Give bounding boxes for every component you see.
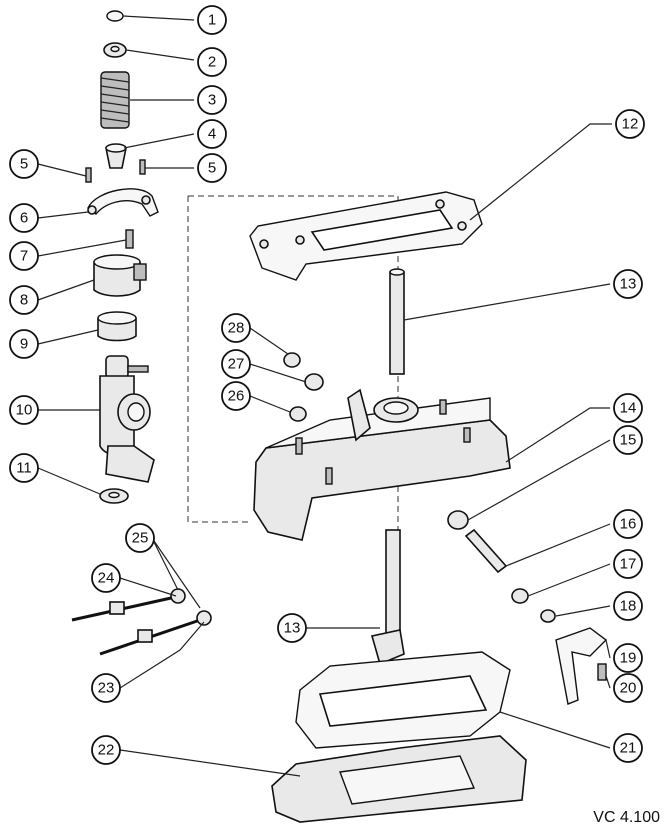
part-spring: [100, 71, 130, 129]
svg-text:10: 10: [16, 402, 33, 419]
callout-15: 15: [613, 425, 643, 455]
svg-text:12: 12: [622, 116, 639, 133]
callout-23: 23: [91, 673, 121, 703]
svg-text:8: 8: [20, 292, 28, 309]
leader-lines: [37, 15, 612, 777]
svg-text:24: 24: [98, 570, 115, 587]
svg-text:28: 28: [228, 320, 245, 337]
part-bush: [97, 311, 137, 342]
part-selector-shaft-upper: [389, 268, 405, 375]
callout-25: 25: [125, 523, 155, 553]
callout-11: 11: [9, 453, 39, 483]
svg-text:26: 26: [228, 388, 245, 405]
part-bush-15: [447, 510, 469, 530]
alignment-line: [187, 195, 399, 590]
part-lower-gasket: [295, 651, 511, 749]
callout-9: 9: [9, 329, 39, 359]
svg-text:17: 17: [620, 556, 637, 573]
part-washer-bottom: [99, 488, 129, 504]
svg-text:21: 21: [620, 740, 637, 757]
callout-26: 26: [221, 381, 251, 411]
callout-7: 7: [9, 241, 39, 271]
part-gear-lever-housing: [99, 355, 155, 483]
part-washer-17: [511, 588, 529, 604]
svg-text:25: 25: [132, 530, 149, 547]
callout-21: 21: [613, 733, 643, 763]
part-top-gasket: [249, 191, 483, 281]
callout-5-right: 5: [197, 153, 227, 183]
part-screw-right: [139, 159, 146, 175]
svg-text:13: 13: [284, 620, 301, 637]
callout-6: 6: [9, 203, 39, 233]
part-bush-18: [540, 609, 556, 623]
callout-13-lower: 13: [277, 613, 307, 643]
callout-8: 8: [9, 285, 39, 315]
part-nut-26: [289, 406, 307, 422]
svg-text:23: 23: [98, 680, 115, 697]
part-pin: [125, 229, 134, 249]
part-screw-left: [85, 167, 92, 183]
svg-text:2: 2: [208, 54, 216, 71]
svg-text:14: 14: [620, 400, 637, 417]
callout-27: 27: [221, 349, 251, 379]
callout-13-upper: 13: [613, 269, 643, 299]
callout-22: 22: [91, 735, 121, 765]
part-screw-20: [597, 663, 607, 681]
callout-5-left: 5: [9, 149, 39, 179]
part-bush-27: [304, 373, 324, 391]
svg-text:18: 18: [620, 598, 637, 615]
part-selector-collar: [93, 254, 147, 297]
svg-text:22: 22: [98, 742, 115, 759]
callout-12: 12: [615, 109, 645, 139]
callout-4: 4: [197, 119, 227, 149]
part-circlip: [106, 10, 124, 22]
callout-10: 10: [9, 395, 39, 425]
callout-28: 28: [221, 313, 251, 343]
callout-2: 2: [197, 47, 227, 77]
svg-text:7: 7: [20, 248, 28, 265]
part-washer: [103, 42, 127, 58]
svg-text:1: 1: [208, 12, 216, 29]
callout-20: 20: [613, 673, 643, 703]
part-pivot-pin: [464, 528, 508, 574]
svg-text:13: 13: [620, 276, 637, 293]
callout-17: 17: [613, 549, 643, 579]
callout-24: 24: [91, 563, 121, 593]
svg-text:4: 4: [208, 126, 216, 143]
callout-16: 16: [613, 509, 643, 539]
svg-text:15: 15: [620, 432, 637, 449]
reference-code: VC 4.100: [593, 809, 660, 826]
part-selector-lever: [555, 627, 608, 705]
svg-text:6: 6: [20, 210, 28, 227]
callout-3: 3: [197, 85, 227, 115]
callout-14: 14: [613, 393, 643, 423]
callout-18: 18: [613, 591, 643, 621]
svg-text:9: 9: [20, 336, 28, 353]
svg-text:19: 19: [620, 650, 637, 667]
svg-text:5: 5: [20, 156, 28, 173]
part-spring-seat: [105, 143, 127, 169]
svg-text:20: 20: [620, 680, 637, 697]
svg-text:11: 11: [16, 460, 32, 477]
svg-text:27: 27: [228, 356, 245, 373]
part-ring-28: [283, 352, 301, 368]
part-selector-shaft-lower: [370, 529, 405, 666]
svg-text:3: 3: [208, 92, 216, 109]
svg-text:16: 16: [620, 516, 637, 533]
callout-1: 1: [197, 5, 227, 35]
part-base-plate: [271, 735, 527, 823]
part-cable-23: [99, 610, 212, 656]
svg-text:5: 5: [208, 160, 216, 177]
part-retaining-plate: [87, 188, 159, 217]
callout-19: 19: [613, 643, 643, 673]
part-gearchange-housing: [253, 388, 511, 541]
